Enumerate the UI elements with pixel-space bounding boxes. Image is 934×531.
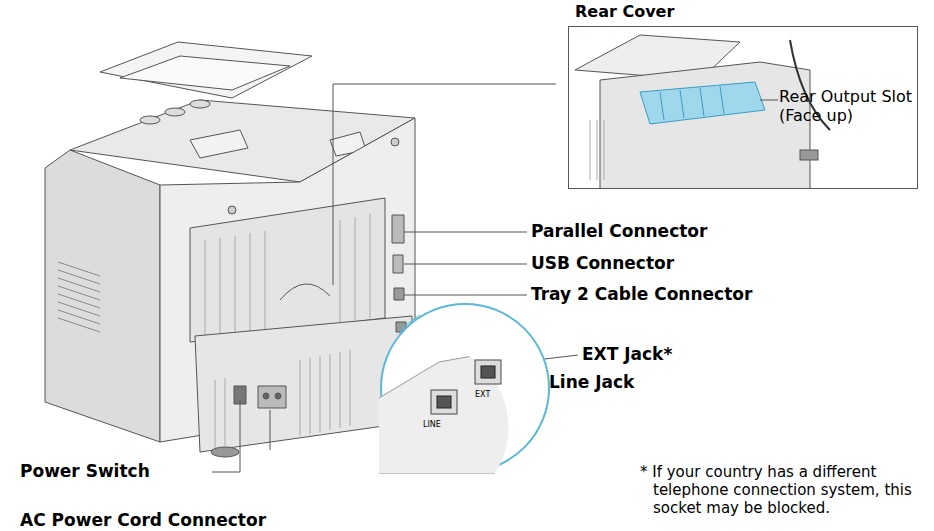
magnifier-outline bbox=[379, 302, 551, 474]
part-label: Line Jack bbox=[549, 372, 634, 392]
jack-socket bbox=[481, 366, 495, 378]
jack-marking: LINE bbox=[423, 420, 453, 430]
part-label: Power Switch bbox=[20, 461, 150, 481]
inset-heading: Rear Cover bbox=[575, 2, 775, 21]
phone-jack bbox=[431, 390, 457, 414]
part-label: AC Power Cord Connector bbox=[20, 510, 266, 530]
part-label: EXT Jack* bbox=[582, 344, 672, 364]
part-label: Parallel Connector bbox=[531, 221, 707, 241]
part-label: USB Connector bbox=[531, 253, 674, 273]
inset-box: Rear CoverRear Output Slot (Face up) bbox=[568, 26, 918, 189]
part-label: Tray 2 Cable Connector bbox=[531, 284, 752, 304]
jack-magnifier: LINE EXT bbox=[379, 302, 551, 474]
part-label: Rear Output Slot (Face up) bbox=[779, 87, 914, 125]
printer-body bbox=[45, 42, 415, 457]
jack-marking: EXT bbox=[475, 390, 505, 400]
panel-surface bbox=[379, 342, 551, 474]
jack-socket bbox=[437, 396, 451, 408]
footnote: * If your country has a different teleph… bbox=[640, 463, 932, 517]
phone-jack bbox=[475, 360, 501, 384]
